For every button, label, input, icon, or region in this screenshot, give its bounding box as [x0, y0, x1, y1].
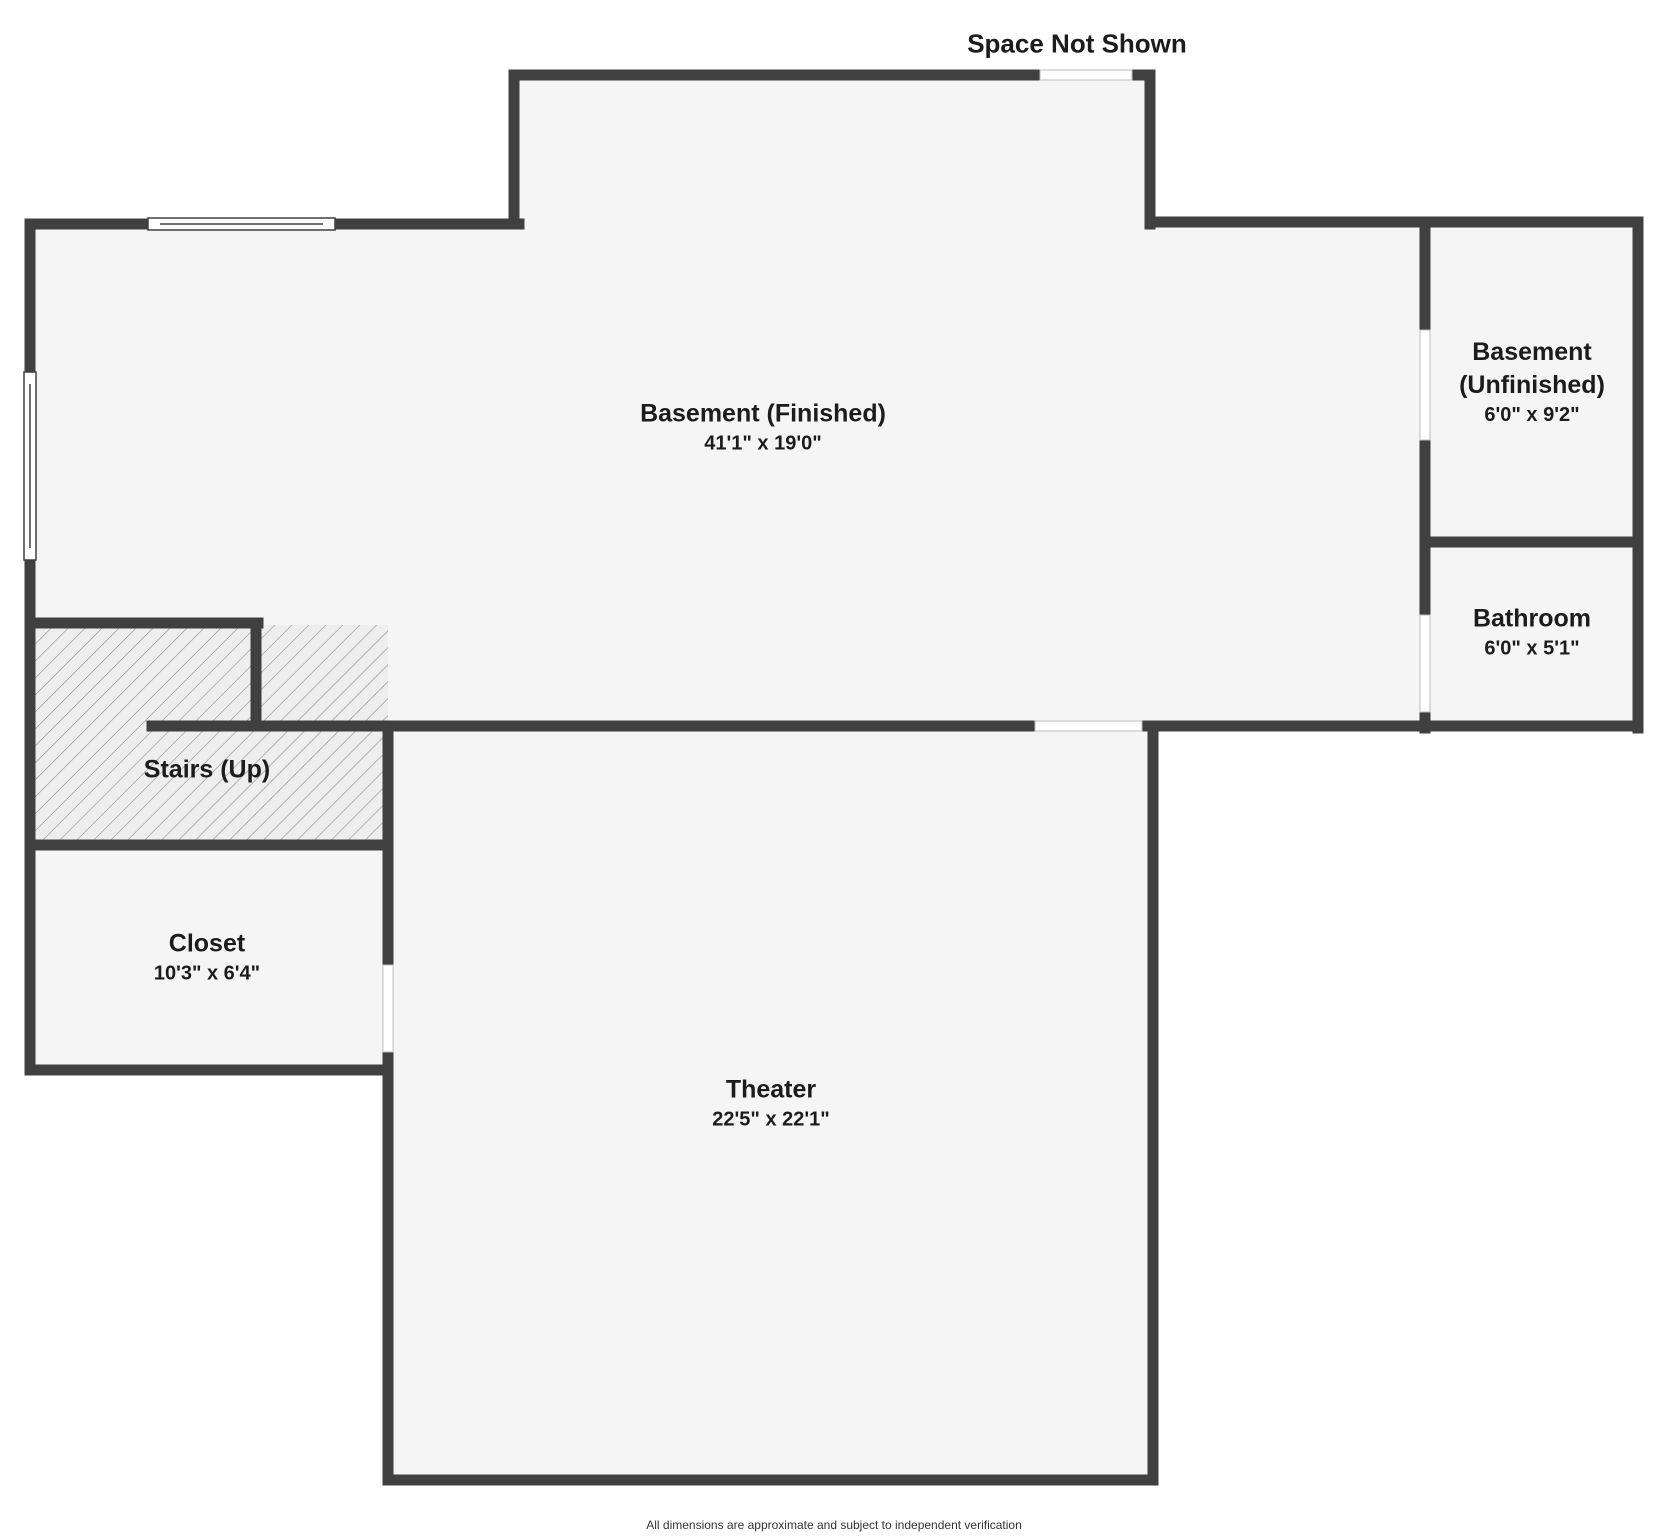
room-dimensions: 22'5" x 22'1" [712, 1108, 830, 1131]
floor-theater [388, 728, 1156, 1480]
room-label-theater: Theater 22'5" x 22'1" [712, 1074, 829, 1133]
floor-stairs [30, 625, 388, 845]
room-dimensions: 6'0" x 5'1" [1484, 637, 1580, 660]
door-space-not-shown [1039, 69, 1133, 81]
floor-basement-unfinished [1428, 224, 1638, 544]
room-name: Theater [725, 1075, 817, 1104]
room-dimensions: 10'3" x 6'4" [153, 962, 261, 985]
door-openings [382, 69, 1431, 1053]
room-label-closet: Closet 10'3" x 6'4" [154, 928, 260, 987]
room-label-basement-finished: Basement (Finished) 41'1" x 19'0" [640, 398, 886, 457]
door-theater [1034, 720, 1143, 732]
walls [24, 69, 1644, 1486]
room-dimensions: 41'1" x 19'0" [704, 432, 822, 455]
room-name: Basement (Finished) [640, 399, 886, 428]
room-label-basement-unfinished: Basement (Unfinished) 6'0" x 9'2" [1459, 336, 1605, 428]
door-bathroom [1419, 614, 1431, 713]
floor-closet [30, 845, 388, 1070]
room-dimensions: 6'0" x 9'2" [1484, 404, 1580, 426]
room-name: Bathroom [1472, 604, 1592, 633]
space-not-shown-text: Space Not Shown [967, 28, 1187, 59]
space-not-shown-label: Space Not Shown [967, 29, 1187, 60]
room-label-stairs: Stairs (Up) [144, 754, 270, 787]
disclaimer-text: All dimensions are approximate and subje… [646, 1518, 1022, 1532]
floor-basement-finished [30, 75, 1428, 728]
room-name: Basement (Unfinished) [1459, 338, 1605, 399]
door-unfinished [1419, 329, 1431, 441]
floor-fills [30, 75, 1638, 1480]
room-name: Stairs (Up) [143, 755, 271, 784]
floor-bathroom [1428, 544, 1638, 728]
door-closet [382, 964, 394, 1053]
disclaimer: All dimensions are approximate and subje… [646, 1516, 1022, 1534]
room-label-bathroom: Bathroom 6'0" x 5'1" [1473, 603, 1591, 662]
windows [23, 217, 336, 561]
room-name: Closet [168, 929, 246, 958]
